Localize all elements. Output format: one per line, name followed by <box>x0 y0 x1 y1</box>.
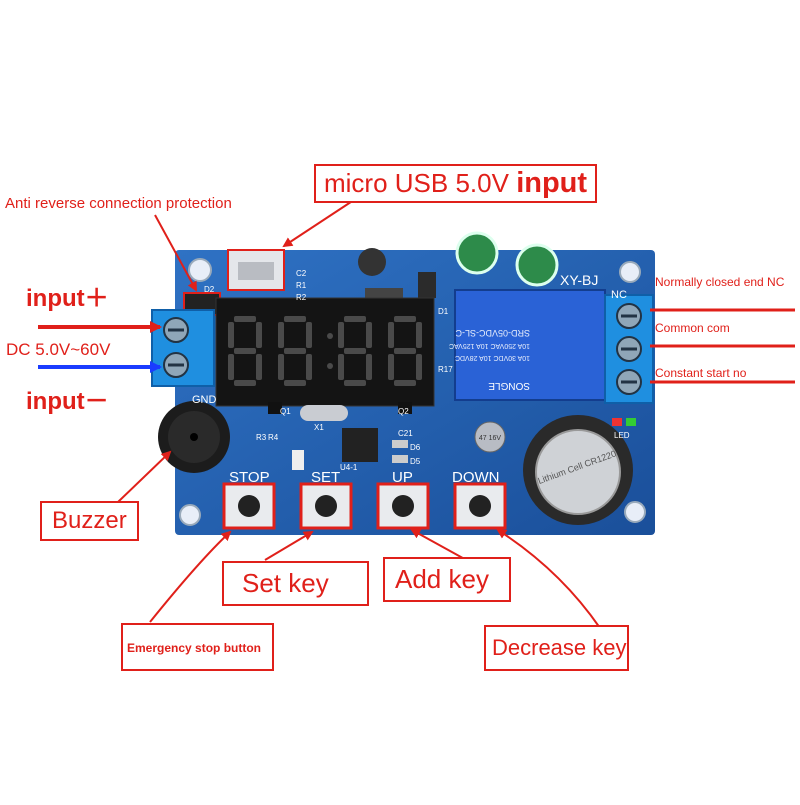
common-label: Common com <box>655 321 730 335</box>
ic-chip <box>342 428 378 462</box>
digit-segment <box>306 354 312 380</box>
digit-segment <box>344 316 366 322</box>
digit-segment <box>228 354 234 380</box>
mount-hole <box>188 258 212 282</box>
electrolytic-capacitor <box>515 243 559 287</box>
status-led <box>626 418 636 426</box>
usb-callout-text: micro USB 5.0V <box>324 168 509 198</box>
digit-segment <box>306 322 312 348</box>
down-button[interactable] <box>469 495 491 517</box>
input-plus-label: input＋ <box>26 285 109 312</box>
board-model: XY-BJ <box>560 272 598 288</box>
r1-label: R1 <box>296 281 307 290</box>
r4-label: R4 <box>268 433 279 442</box>
relay-brand: SONGLE <box>488 380 530 391</box>
set-key-callout: Set key <box>222 561 369 606</box>
buttons <box>222 482 507 530</box>
digit-segment <box>256 322 262 348</box>
led-label: LED <box>614 431 630 440</box>
digit-segment <box>416 354 422 380</box>
nc-silk-label: NC <box>611 289 627 301</box>
r3-label: R3 <box>256 433 267 442</box>
set-button[interactable] <box>315 495 337 517</box>
dc-range-label: DC 5.0V~60V <box>6 340 111 359</box>
digit-segment <box>388 354 394 380</box>
digit-segment <box>256 354 262 380</box>
digit-segment <box>394 380 416 386</box>
x1-label: X1 <box>314 423 324 432</box>
digit-segment <box>278 354 284 380</box>
digit-segment <box>284 348 306 354</box>
digit-segment <box>338 322 344 348</box>
d1-label: D1 <box>438 307 449 316</box>
digit-segment <box>366 354 372 380</box>
digit-segment <box>234 348 256 354</box>
c2-label: C2 <box>296 269 307 278</box>
digit-segment <box>388 322 394 348</box>
normally-closed-label: Normally closed end NC <box>655 275 785 289</box>
mount-hole <box>624 501 646 523</box>
relay-model: SRD-05VDC-SL-C <box>455 328 530 338</box>
digit-segment <box>394 316 416 322</box>
add-key-callout: Add key <box>383 557 511 602</box>
digit-segment <box>284 316 306 322</box>
d2-label: D2 <box>204 285 215 294</box>
anti-reverse-label: Anti reverse connection protection <box>5 195 232 212</box>
crystal <box>300 405 348 421</box>
display-colon-dot <box>327 363 333 369</box>
display-colon-dot <box>327 333 333 339</box>
display-digits <box>228 316 422 386</box>
constant-start-label: Constant start no <box>655 366 747 380</box>
small-capacitor <box>474 421 506 453</box>
mount-hole <box>619 261 641 283</box>
digit-segment <box>344 348 366 354</box>
stop-button[interactable] <box>238 495 260 517</box>
up-silk-label: UP <box>392 469 413 486</box>
digit-segment <box>416 322 422 348</box>
set-silk-label: SET <box>311 469 340 486</box>
cap-label: 47 16V <box>479 435 502 442</box>
stop-silk-label: STOP <box>229 469 270 486</box>
q2-label: Q2 <box>398 407 409 416</box>
input-minus-label: input－ <box>26 388 109 415</box>
c21-label: C21 <box>398 429 413 438</box>
digit-segment <box>366 322 372 348</box>
electrolytic-capacitor <box>455 231 499 275</box>
usb-callout: micro USB 5.0V input <box>314 164 598 203</box>
d6-label: D6 <box>410 443 421 452</box>
digit-segment <box>234 380 256 386</box>
r17-label: R17 <box>438 365 453 374</box>
gnd-label: GND <box>192 394 217 406</box>
usb-callout-suffix: input <box>516 167 588 199</box>
digit-segment <box>394 348 416 354</box>
status-led <box>612 418 622 426</box>
u4-label: U4-1 <box>340 463 358 472</box>
digit-segment <box>338 354 344 380</box>
emergency-stop-callout: Emergency stop button <box>121 623 274 671</box>
buzzer-callout: Buzzer <box>40 501 139 541</box>
digit-segment <box>344 380 366 386</box>
relay-rating-1: 10A 250VAC 10A 125VAC <box>449 342 530 349</box>
relay-rating-2: 10A 30VDC 10A 28VDC <box>455 354 530 361</box>
digit-segment <box>284 380 306 386</box>
digit-segment <box>278 322 284 348</box>
digit-segment <box>228 322 234 348</box>
up-button[interactable] <box>392 495 414 517</box>
down-silk-label: DOWN <box>452 469 500 486</box>
mount-hole <box>179 504 201 526</box>
relay <box>454 289 606 401</box>
inductor <box>358 248 386 276</box>
q1-label: Q1 <box>280 407 291 416</box>
digit-segment <box>234 316 256 322</box>
d5-label: D5 <box>410 457 421 466</box>
r2-label: R2 <box>296 293 307 302</box>
decrease-key-callout: Decrease key <box>484 625 629 671</box>
